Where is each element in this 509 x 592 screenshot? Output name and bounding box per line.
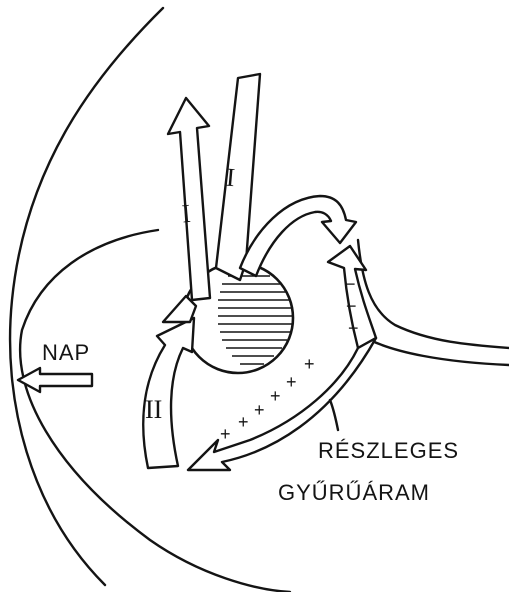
positive-charge: + xyxy=(286,372,297,392)
bow-shock-line xyxy=(10,8,163,585)
plasma-sheet-boundary-upper xyxy=(358,240,509,348)
positive-charge: + xyxy=(304,354,315,374)
earth-left-inflow-arrow xyxy=(163,296,196,322)
negative-charge: − xyxy=(346,296,357,316)
ring-current-pointer-line xyxy=(330,400,338,430)
partial-ring-current-label-line2: GYŰRŰÁRAM xyxy=(278,480,430,505)
positive-charge: + xyxy=(220,424,231,444)
region-two-marker: II xyxy=(145,395,162,424)
positive-charge: + xyxy=(238,412,249,432)
positive-charge: + xyxy=(270,386,281,406)
negative-charge: − xyxy=(345,274,356,294)
negative-charge: − xyxy=(348,318,359,338)
positive-charge: + xyxy=(254,400,265,420)
plasma-sheet-boundary-lower xyxy=(370,340,509,365)
region-two-current-arrow xyxy=(143,318,194,468)
partial-ring-current-label-line1: RÉSZLEGES xyxy=(318,438,459,463)
sun-direction-arrow xyxy=(18,368,92,392)
sun-label: NAP xyxy=(42,340,90,365)
